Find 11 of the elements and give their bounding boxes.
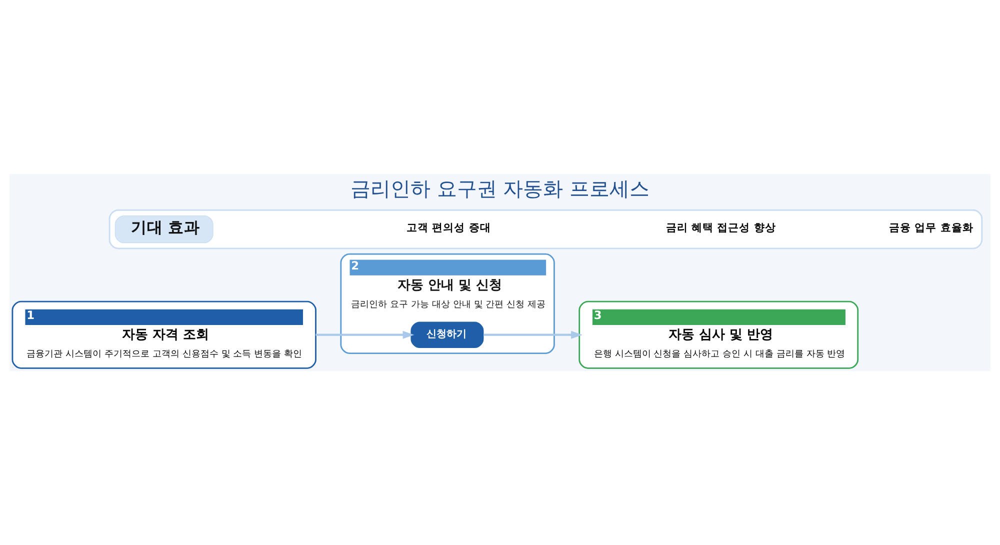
cluster [108, 209, 983, 250]
label: 고객 편의성 증대 [406, 221, 491, 234]
node-box: 기대 효과 [114, 215, 214, 244]
arrow [484, 330, 582, 339]
node-box: 1 자동 자격 조회 금융기관 시스템이 주기적으로 고객의 신용점수 및 소득 변동을 확인 [12, 300, 316, 369]
label: 금리 혜택 접근성 향상 [666, 221, 776, 234]
arrow [316, 330, 414, 339]
diagram-title: 금리인하 요구권 자동화 프로세스 [350, 178, 650, 201]
label: 금융 업무 효율화 [889, 221, 974, 234]
node-box: 3 자동 심사 및 반영 은행 시스템이 신청을 심사하고 승인 시 대출 금리를 자동 반영 [578, 300, 859, 369]
node-box: 신청하기 [410, 322, 484, 348]
